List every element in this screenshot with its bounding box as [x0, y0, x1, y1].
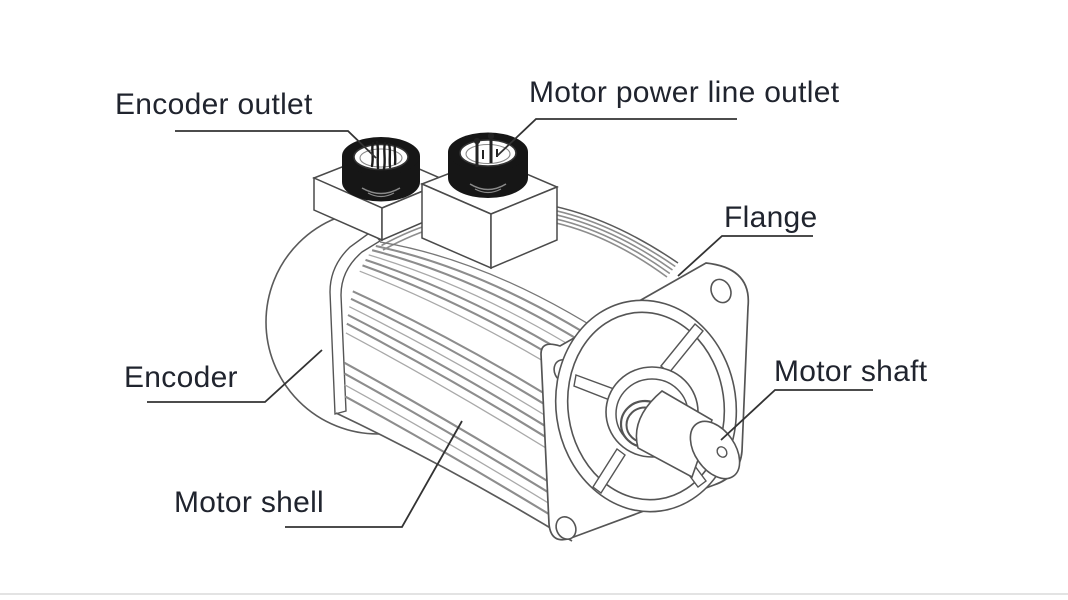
motor-shaft-leader [720, 389, 873, 441]
label-encoder: Encoder [124, 361, 238, 394]
label-motor-shaft: Motor shaft [774, 355, 928, 388]
flange-leader [677, 235, 813, 277]
leader-lines [147, 118, 873, 528]
power-pins [473, 132, 498, 167]
label-encoder-outlet: Encoder outlet [115, 88, 313, 121]
encoder-outlet-connector [342, 137, 420, 202]
encoder-leader [147, 349, 323, 403]
page-divider [0, 593, 1068, 595]
label-flange: Flange [724, 201, 818, 234]
motor-shell-leader [285, 420, 463, 528]
label-motor-shell: Motor shell [174, 486, 325, 519]
encoder-outlet-leader [175, 130, 377, 159]
motor-power-line-outlet-leader [496, 118, 737, 157]
label-motor-power-line-outlet: Motor power line outlet [529, 76, 840, 109]
shaft-keyhole [716, 446, 728, 458]
encoder-wires [370, 140, 397, 171]
motor-shaft-shape [635, 390, 741, 480]
power-outlet-connector [448, 132, 528, 198]
